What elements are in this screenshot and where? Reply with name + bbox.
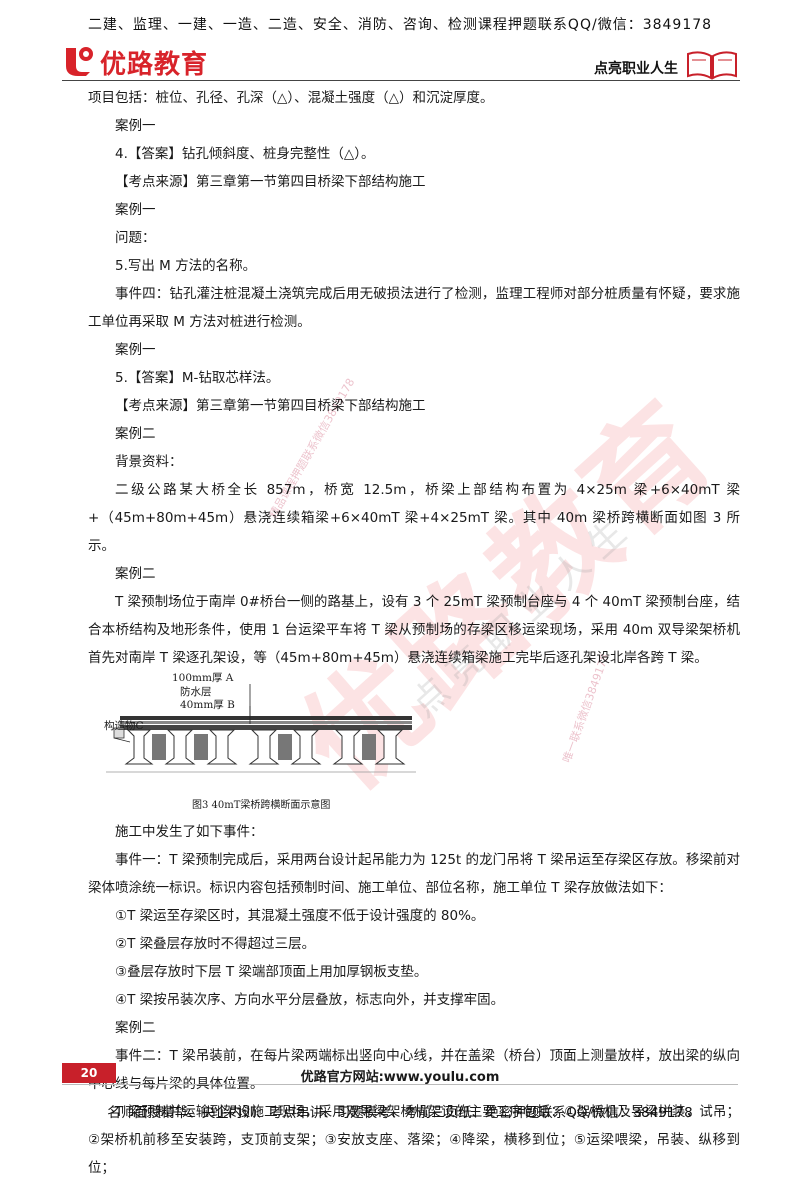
paragraph: 项目包括：桩位、孔径、孔深（△）、混凝土强度（△）和沉淀厚度。: [88, 90, 494, 106]
document-body: 项目包括：桩位、孔径、孔深（△）、混凝土强度（△）和沉淀厚度。案例一 4.【答案】…: [88, 84, 740, 1182]
page-number: 20: [62, 1063, 116, 1083]
paragraph: 案例一: [115, 118, 156, 134]
bridge-cross-section-diagram: [106, 684, 416, 773]
paragraph: 【考点来源】第三章第一节第四目桥梁下部结构施工: [115, 174, 426, 190]
paragraph: 事件一：T 梁预制完成后，采用两台设计起吊能力为 125t 的龙门吊将 T 梁吊…: [88, 852, 740, 896]
paragraph: 问题：: [115, 230, 156, 246]
paragraph: 施工中发生了如下事件：: [115, 824, 264, 840]
page-header: 优路教育 点亮职业人生: [62, 44, 740, 81]
label-c: 构造物C: [104, 720, 144, 732]
figure-caption: 图3 40mT梁桥跨横断面示意图: [192, 800, 331, 811]
label-b: 40mm厚 B: [180, 699, 235, 711]
paragraph-block-2: 施工中发生了如下事件： 事件一：T 梁预制完成后，采用两台设计起吊能力为 125t…: [88, 818, 740, 1182]
footer-website: 优路官方网站:www.youlu.com: [300, 1070, 500, 1085]
header-slogan: 点亮职业人生: [594, 61, 678, 77]
paragraph: 背景资料：: [115, 454, 183, 470]
paragraph: 案例二: [115, 1020, 156, 1036]
bottom-banner: 名师面授精华、央企内训、考点串讲、习题模考、考前三页纸、绝密押题联系QQ/微信：…: [107, 1105, 693, 1121]
paragraph: 5.【答案】M-钻取芯样法。: [115, 370, 280, 386]
paragraph: 事件四：钻孔灌注桩混凝土浇筑完成后用无破损法进行了检测，监理工程师对部分桩质量有…: [88, 286, 740, 330]
youlu-logo-icon: [66, 47, 93, 76]
paragraph: ②T 梁叠层存放时不得超过三层。: [115, 936, 316, 952]
logo-text: 优路教育: [100, 50, 209, 80]
label-waterproof: 防水层: [180, 686, 212, 698]
footer-divider: [62, 1084, 738, 1085]
label-a: 100mm厚 A: [172, 672, 234, 684]
paragraph: 案例一: [115, 202, 156, 218]
paragraph: T 梁预制场位于南岸 0#桥台一侧的路基上，设有 3 个 25mT 梁预制台座与…: [88, 594, 740, 666]
paragraph: 4.【答案】钻孔倾斜度、桩身完整性（△）。: [115, 146, 375, 162]
paragraph: 5.写出 M 方法的名称。: [115, 258, 257, 274]
paragraph: ③叠层存放时下层 T 梁端部顶面上用加厚钢板支垫。: [115, 964, 428, 980]
cross-section-figure: 100mm厚 A 防水层 40mm厚 B 构造物C 图3 40mT梁桥跨横断面示…: [88, 672, 740, 818]
paragraph: 案例二: [115, 426, 156, 442]
paragraph: 案例二: [115, 566, 156, 582]
paragraph: 【考点来源】第三章第一节第四目桥梁下部结构施工: [115, 398, 426, 414]
paragraph: ①T 梁运至存梁区时，其混凝土强度不低于设计强度的 80%。: [115, 908, 485, 924]
paragraph: ④T 梁按吊装次序、方向水平分层叠放，标志向外，并支撑牢固。: [115, 992, 505, 1008]
paragraph: 案例一: [115, 342, 156, 358]
top-banner: 二建、监理、一建、一造、二造、安全、消防、咨询、检测课程押题联系QQ/微信：38…: [87, 17, 713, 33]
open-book-icon: [687, 51, 737, 80]
paragraph: 二级公路某大桥全长 857m，桥宽 12.5m，桥梁上部结构布置为 4×25m …: [88, 482, 740, 554]
paragraph-block-1: 项目包括：桩位、孔径、孔深（△）、混凝土强度（△）和沉淀厚度。案例一 4.【答案】…: [88, 84, 740, 672]
